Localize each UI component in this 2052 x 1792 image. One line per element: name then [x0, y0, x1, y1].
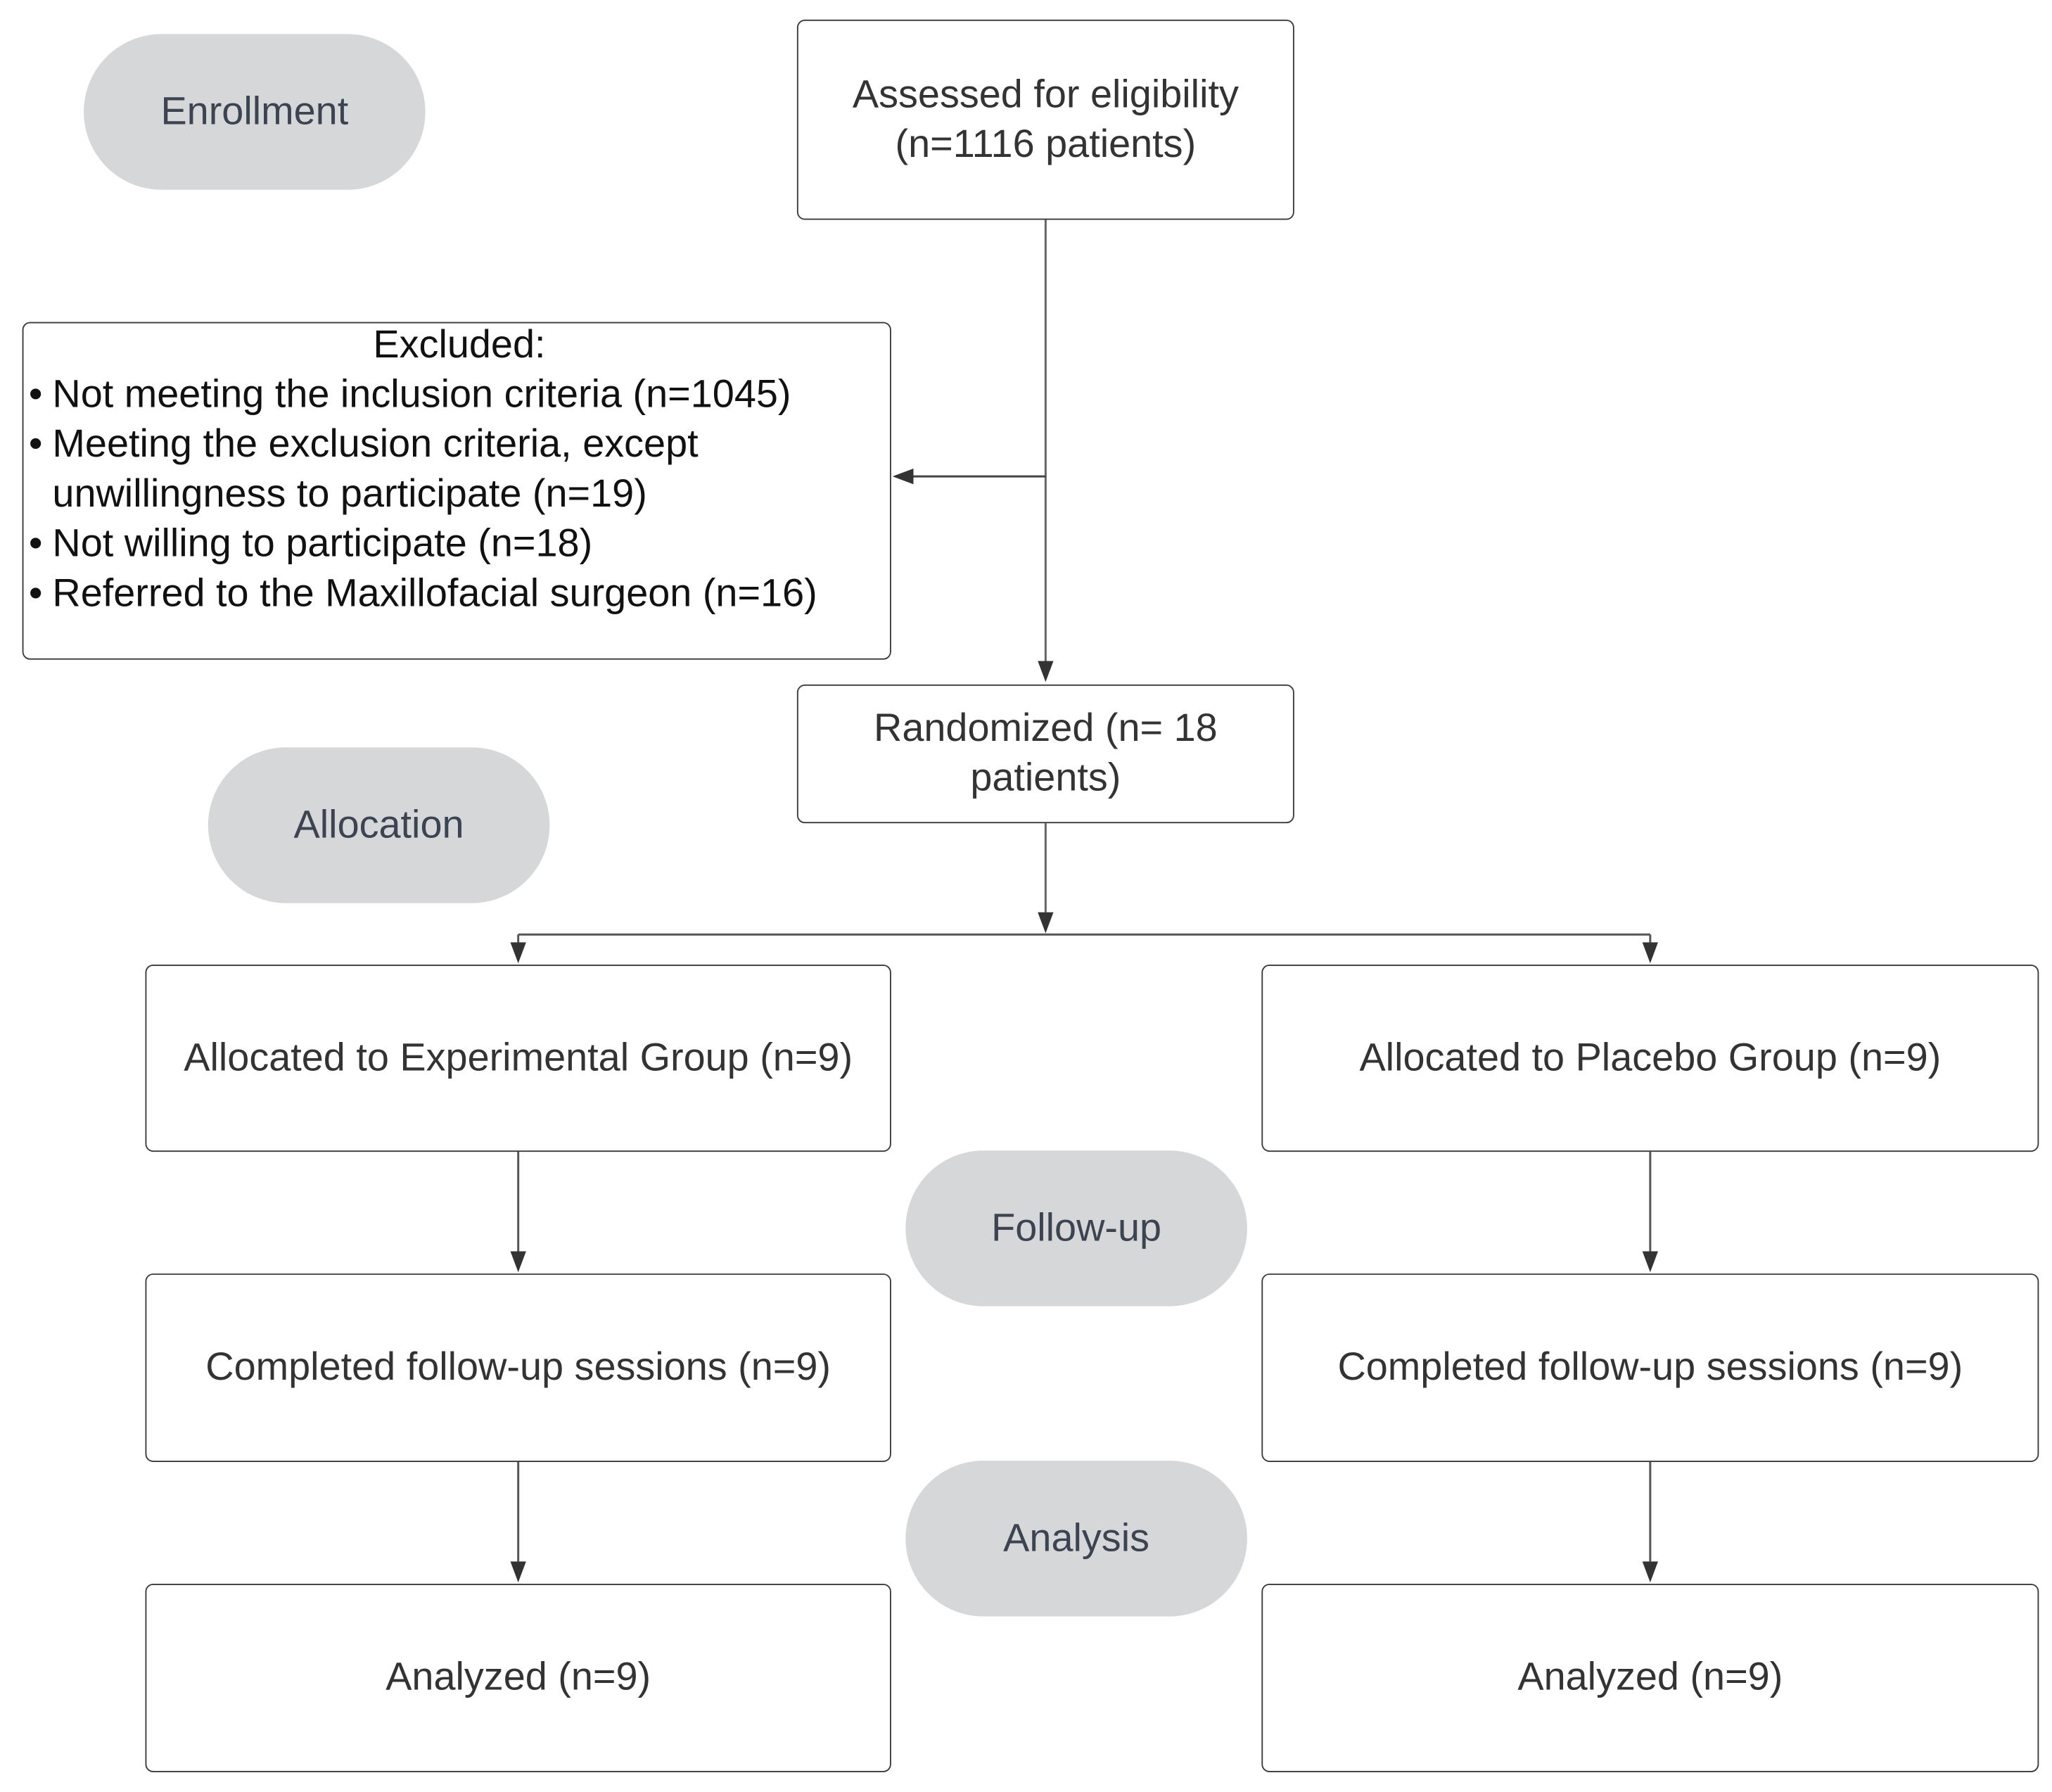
arrow-to-experimental — [510, 942, 526, 964]
arrow-to-excluded — [892, 468, 914, 485]
arrow-to-placebo — [1642, 942, 1658, 964]
stage-analysis: Analysis — [905, 1461, 1247, 1617]
placebo-followup-box: Completed follow-up sessions (n=9) — [1261, 1273, 2039, 1462]
arrow-to-randomized — [1038, 661, 1054, 682]
arrow-to-exp-analyzed — [510, 1561, 526, 1583]
placebo-followup-label: Completed follow-up sessions (n=9) — [1337, 1345, 1963, 1389]
stage-analysis-label: Analysis — [1003, 1516, 1150, 1560]
randomized-line2: patients) — [970, 756, 1121, 800]
excluded-item-referred: Referred to the Maxillofacial surgeon (n… — [29, 569, 890, 619]
experimental-followup-box: Completed follow-up sessions (n=9) — [145, 1273, 891, 1462]
experimental-analyzed-label: Analyzed (n=9) — [385, 1656, 651, 1699]
placebo-allocated-box: Allocated to Placebo Group (n=9) — [1261, 965, 2039, 1152]
excluded-box: Excluded: Not meeting the inclusion crit… — [22, 322, 891, 660]
stage-enrollment: Enrollment — [84, 34, 426, 190]
arrow-to-split — [1038, 912, 1054, 934]
arrow-to-plc-analyzed — [1642, 1561, 1658, 1583]
randomized-box: Randomized (n= 18 patients) — [796, 684, 1294, 824]
placebo-allocated-label: Allocated to Placebo Group (n=9) — [1359, 1036, 1942, 1079]
stage-follow-up-label: Follow-up — [991, 1206, 1162, 1250]
excluded-item-not-willing: Not willing to participate (n=18) — [29, 520, 890, 570]
stage-enrollment-label: Enrollment — [160, 89, 349, 133]
stage-allocation-label: Allocation — [293, 803, 464, 846]
placebo-analyzed-label: Analyzed (n=9) — [1517, 1656, 1783, 1699]
stage-allocation: Allocation — [208, 747, 550, 903]
excluded-list: Not meeting the inclusion criteria (n=10… — [29, 370, 890, 618]
arrow-to-exp-followup — [510, 1251, 526, 1273]
arrow-to-plc-followup — [1642, 1251, 1658, 1273]
experimental-followup-label: Completed follow-up sessions (n=9) — [205, 1345, 831, 1389]
placebo-analyzed-box: Analyzed (n=9) — [1261, 1583, 2039, 1772]
excluded-item-inclusion: Not meeting the inclusion criteria (n=10… — [29, 370, 890, 420]
excluded-title: Excluded: — [373, 323, 546, 367]
assessed-line1: Assessed for eligibility — [852, 72, 1239, 116]
experimental-allocated-box: Allocated to Experimental Group (n=9) — [145, 965, 891, 1152]
randomized-line1: Randomized (n= 18 — [874, 706, 1218, 750]
assessed-line2: (n=1116 patients) — [895, 122, 1197, 166]
stage-follow-up: Follow-up — [905, 1150, 1247, 1307]
experimental-allocated-label: Allocated to Experimental Group (n=9) — [184, 1036, 853, 1079]
experimental-analyzed-box: Analyzed (n=9) — [145, 1583, 891, 1772]
assessed-box: Assessed for eligibility (n=1116 patient… — [796, 19, 1294, 220]
excluded-item-exclusion: Meeting the exclusion criteria, except u… — [29, 420, 765, 519]
